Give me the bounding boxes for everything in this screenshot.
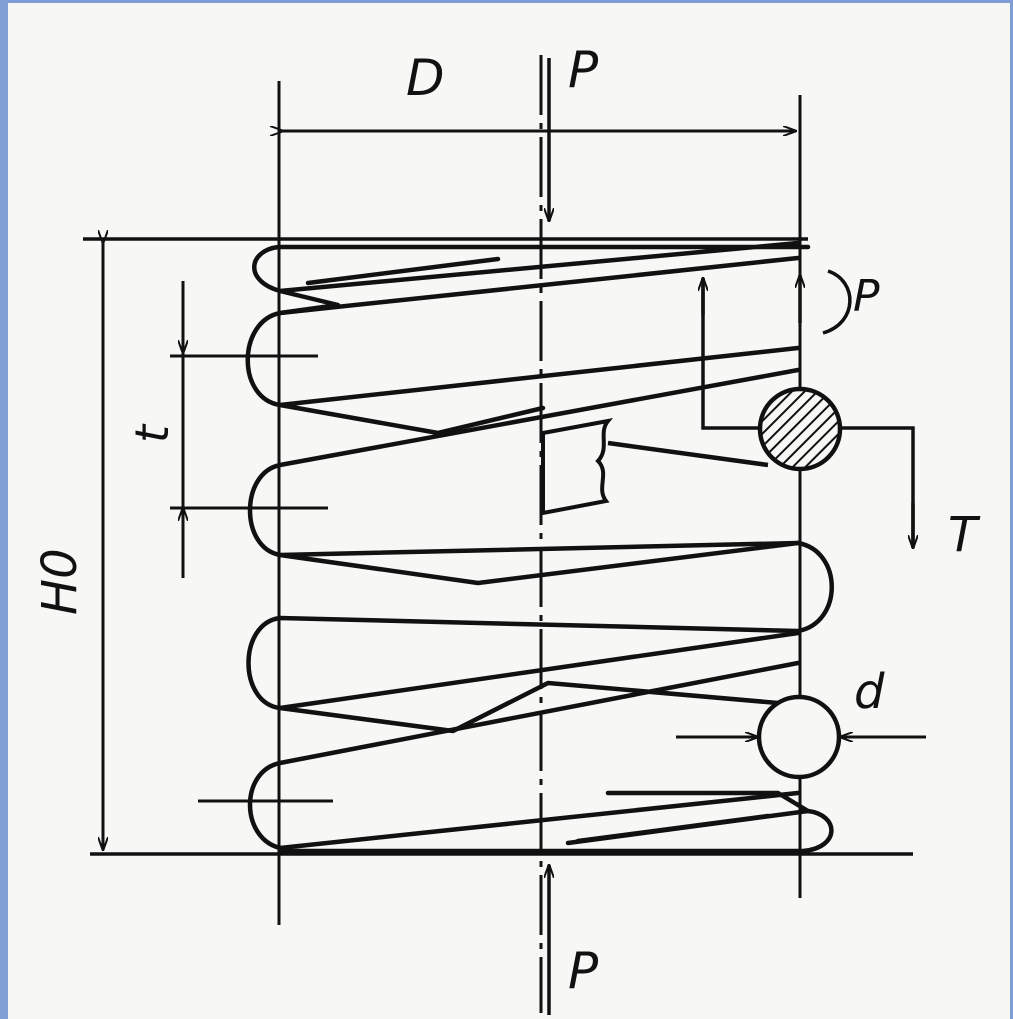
wire-diameter-circle [756,694,842,780]
force-section-label: P [853,271,880,322]
force-top-label: P [568,41,599,99]
pitch-label: t [125,423,179,443]
shear-label: T [948,507,981,563]
pitch-dimension [170,281,333,803]
hatched-wire-cross-section [757,386,843,472]
cut-wire-section [541,418,614,516]
diameter-label: D [406,49,445,107]
spring-diagram: D P P T d P t H0 [32,41,981,1015]
wire-diameter-label: d [854,664,885,720]
force-bottom-label: P [568,942,599,1000]
free-height-label: H0 [32,548,88,615]
spring-coils [245,240,834,854]
